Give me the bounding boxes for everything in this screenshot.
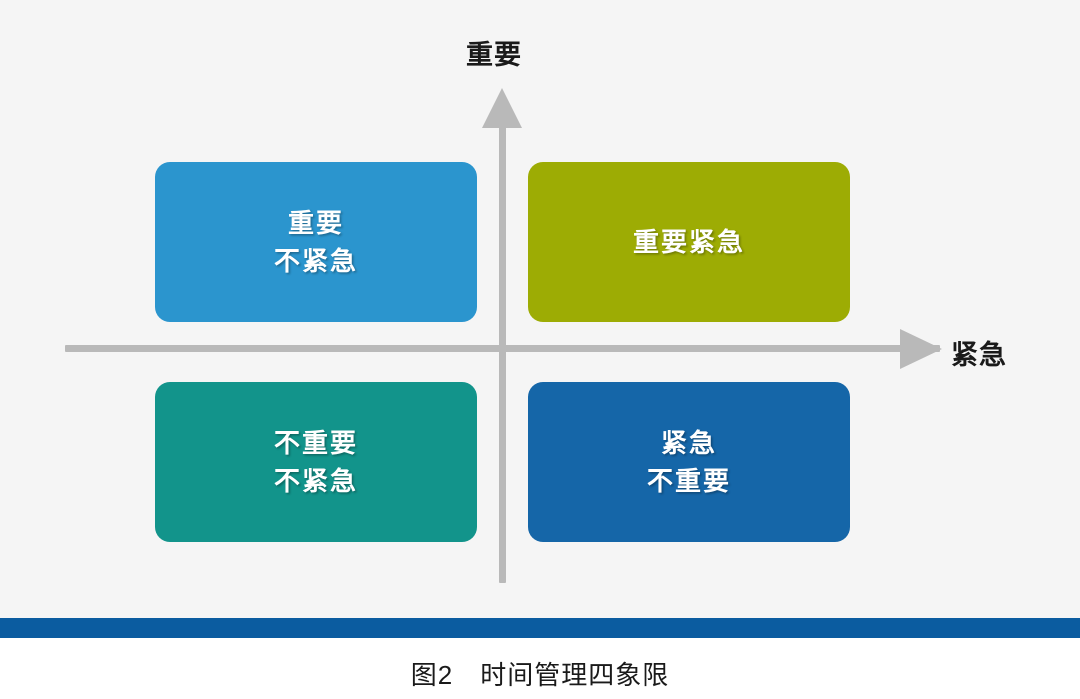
horizontal-axis-label: 紧急: [951, 340, 1007, 370]
quadrant-label-line-2: 不紧急: [273, 466, 358, 496]
quadrant-label-line-2: 不紧急: [273, 246, 358, 276]
quadrant-label-line-1: 重要紧急: [632, 226, 745, 257]
quadrant-important-not-urgent: 重要 不紧急: [155, 162, 477, 322]
vertical-axis-line: [499, 103, 506, 583]
horizontal-axis-arrow-icon: [900, 329, 942, 369]
quadrant-label-line-1: 不重要: [273, 427, 358, 458]
quadrant-not-important-not-urgent: 不重要 不紧急: [155, 382, 477, 542]
figure-caption: 图2 时间管理四象限: [410, 660, 670, 690]
quadrant-label-line-1: 紧急: [660, 427, 717, 458]
quadrant-label-line-1: 重要: [287, 207, 344, 238]
accent-divider-bar: [0, 618, 1080, 638]
quadrant-important-urgent: 重要紧急: [528, 162, 850, 322]
quadrant-urgent-not-important: 紧急 不重要: [528, 382, 850, 542]
vertical-axis-arrow-icon: [482, 88, 522, 128]
vertical-axis-label: 重要: [466, 40, 522, 70]
quadrant-label-line-2: 不重要: [646, 466, 731, 496]
